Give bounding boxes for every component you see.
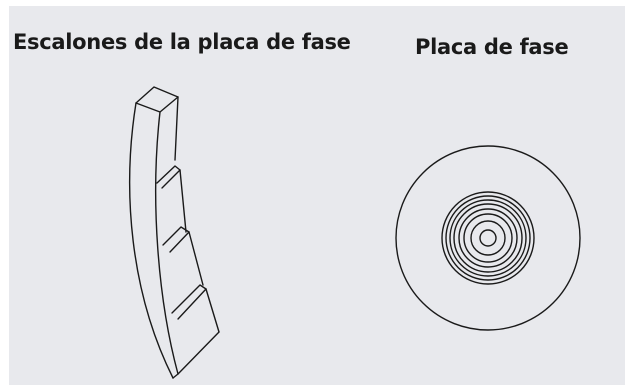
phase-plate-ring [453,203,523,273]
phase-plate-ring [479,229,497,247]
phase-plate-ring [470,220,506,256]
phase-plate-steps-title: Escalones de la placa de fase [13,30,351,54]
phase-plate-ring [458,208,518,268]
step-1-riser [179,169,187,233]
step-top-face [135,86,179,113]
step-3-riser [205,288,220,333]
phase-plate-ring [463,213,513,263]
step-2 [162,226,190,253]
step-bottom-face [172,331,220,379]
step-3 [171,284,207,320]
step-profile-drawing [128,86,220,379]
phase-plate-ring [441,191,535,285]
phase-plate-title: Placa de fase [415,35,569,59]
phase-plate-outer-circle [395,145,581,331]
step-inner-edge [154,111,179,375]
scanned-background [9,6,625,385]
step-1 [156,165,181,189]
phase-plate-ring [449,199,527,277]
phase-plate-drawing [395,145,581,331]
step-right-edge [174,96,179,161]
phase-plate-ring [445,195,531,281]
step-outer-edge [128,102,174,379]
step-2-riser [188,231,204,286]
phase-plate-rings [441,191,535,285]
